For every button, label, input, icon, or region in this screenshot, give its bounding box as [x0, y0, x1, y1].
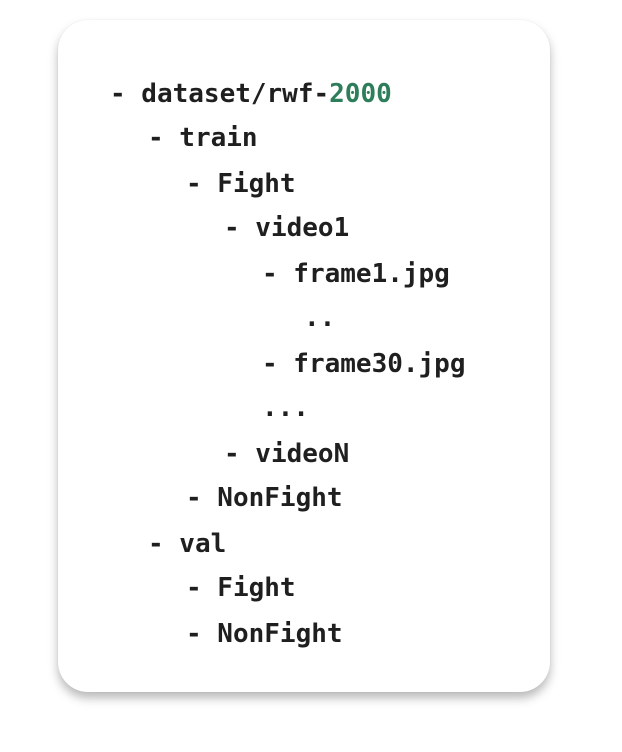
tree-ellipsis-long: ... [262, 393, 309, 423]
tree-root-number: 2000 [329, 79, 392, 109]
tree-item-val: - val [148, 529, 227, 559]
tree-item-frame30: - frame30.jpg [262, 349, 466, 379]
directory-tree-card: - dataset/rwf-2000 - train - Fight - vid… [58, 20, 550, 692]
tree-item-train: - train [148, 123, 258, 153]
tree-root: - dataset/rwf-2000 [110, 72, 392, 116]
tree-item-train-fight: - Fight [186, 169, 296, 199]
tree-item-val-fight: - Fight [186, 573, 296, 603]
tree-item-train-nonfight: - NonFight [186, 483, 343, 513]
tree-item-val-nonfight: - NonFight [186, 619, 343, 649]
tree-root-path: - dataset/rwf- [110, 79, 330, 109]
tree-item-video1: - video1 [224, 213, 350, 243]
tree-item-videoN: - videoN [224, 439, 350, 469]
tree-ellipsis-short: .. [304, 303, 336, 333]
tree-item-frame1: - frame1.jpg [262, 259, 450, 289]
